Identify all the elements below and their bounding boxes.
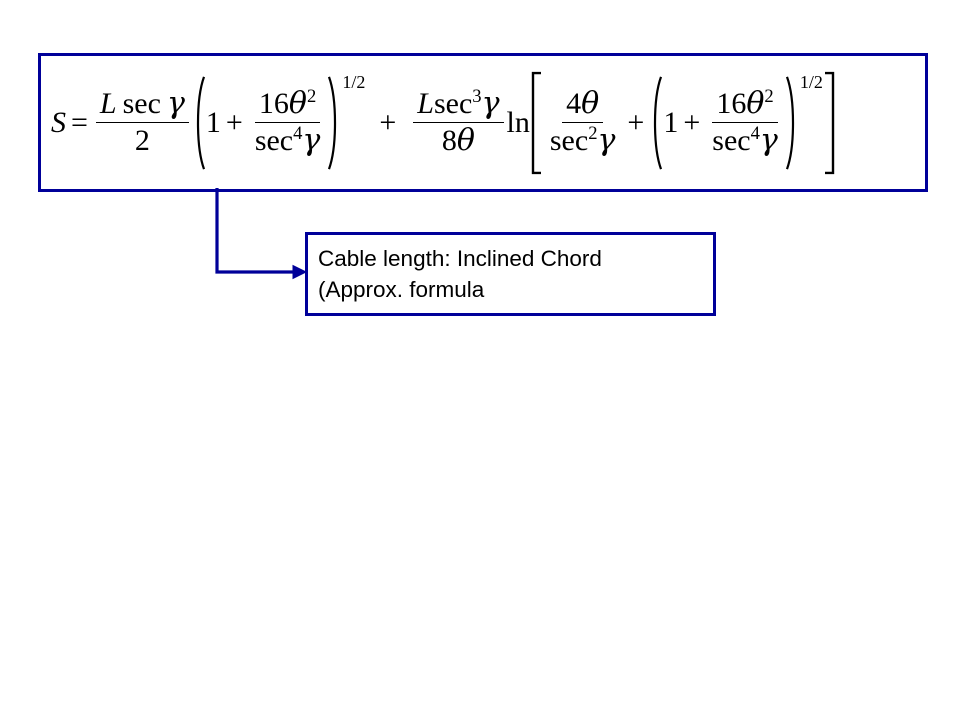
right-bracket-icon — [823, 71, 836, 175]
term1-inner-den-angle: γ — [302, 123, 321, 158]
bracket-first-numerator: 4θ — [562, 86, 604, 123]
bracket-first-den-exponent: 2 — [588, 123, 598, 144]
bracket-group-one: 1 — [663, 105, 679, 139]
term1-group-exponent: 1/2 — [342, 71, 366, 92]
term1-inner-denominator: sec4γ — [251, 123, 325, 157]
bracket-group-plus: + — [683, 105, 701, 139]
bracket-inner-num-symbol: θ — [746, 86, 765, 122]
term2-bracket-group: 4θ sec2γ + 1 + 16θ2 sec4γ — [530, 71, 836, 175]
bracket-group-exponent: 1/2 — [799, 71, 823, 92]
term2-num-exponent: 3 — [472, 86, 482, 108]
bracket-first-den-angle: γ — [597, 123, 616, 158]
term2-coefficient-fraction: Lsec3γ 8θ — [413, 86, 504, 157]
term1-coefficient-fraction: L sec γ 2 — [95, 86, 189, 157]
term2-den-coeff: 8 — [441, 124, 457, 157]
bracket-first-num-coeff: 4 — [566, 87, 582, 121]
plus-between-terms: + — [379, 105, 397, 139]
connector-line — [215, 188, 297, 274]
term1-inner-num-symbol: θ — [288, 86, 307, 122]
term1-inner-num-exponent: 2 — [306, 86, 317, 108]
term1-denominator: 2 — [134, 124, 150, 157]
bracket-inner-num-coeff: 16 — [716, 87, 747, 121]
bracket-inner-numerator: 16θ2 — [712, 86, 778, 123]
term1-group-plus: + — [225, 105, 243, 139]
term1-inner-numerator: 16θ2 — [254, 86, 321, 123]
term2-num-func: sec — [433, 87, 473, 121]
term2-numerator: Lsec3γ — [413, 86, 504, 123]
term2-denominator: 8θ — [438, 123, 479, 157]
term2-num-var: L — [417, 87, 434, 121]
term1-inner-num-coeff: 16 — [258, 87, 289, 121]
equals-sign: = — [71, 105, 88, 139]
right-paren-1-icon — [327, 75, 341, 171]
term1-inner-fraction: 16θ2 sec4γ — [251, 86, 325, 157]
bracket-inner-group: 1 + 16θ2 sec4γ 1/2 — [649, 71, 823, 171]
bracket-inner-num-exponent: 2 — [764, 86, 774, 108]
caption-line-1: Cable length: Inclined Chord — [318, 246, 602, 271]
term1-num-var: L — [99, 87, 117, 121]
term1-group-one: 1 — [205, 105, 221, 139]
bracket-first-denominator: sec2γ — [546, 123, 620, 157]
caption-box[interactable]: Cable length: Inclined Chord (Approx. fo… — [305, 232, 716, 316]
left-paren-2-icon — [649, 75, 663, 171]
left-bracket-icon — [530, 71, 543, 175]
bracket-plus: + — [627, 105, 645, 139]
bracket-inner-den-exponent: 4 — [750, 123, 760, 144]
term2-num-angle: γ — [481, 86, 500, 122]
bracket-first-den-func: sec — [549, 124, 589, 157]
term1-numerator: L sec γ — [95, 86, 189, 123]
bracket-inner-fraction: 16θ2 sec4γ — [708, 86, 782, 157]
formula-box[interactable]: S = L sec γ 2 1 + 16θ2 sec4γ — [38, 53, 928, 192]
term1-num-func: sec — [122, 87, 161, 121]
bracket-first-num-symbol: θ — [581, 86, 600, 122]
equation: S = L sec γ 2 1 + 16θ2 sec4γ — [41, 56, 925, 189]
equation-lhs-variable: S — [51, 105, 66, 139]
left-paren-1-icon — [192, 75, 206, 171]
term2-den-symbol: θ — [456, 123, 475, 158]
bracket-inner-denominator: sec4γ — [708, 123, 782, 157]
term1-inner-den-exponent: 4 — [293, 123, 303, 144]
term1-num-angle: γ — [166, 86, 185, 122]
bracket-inner-den-angle: γ — [759, 123, 778, 158]
bracket-inner-den-func: sec — [712, 124, 751, 157]
caption-line-2: (Approx. formula — [318, 277, 485, 302]
natural-log-operator: ln — [506, 105, 530, 139]
term1-group: 1 + 16θ2 sec4γ 1/2 — [192, 71, 366, 171]
bracket-first-fraction: 4θ sec2γ — [546, 88, 620, 157]
term1-inner-den-func: sec — [254, 124, 294, 157]
right-paren-2-icon — [785, 75, 799, 171]
